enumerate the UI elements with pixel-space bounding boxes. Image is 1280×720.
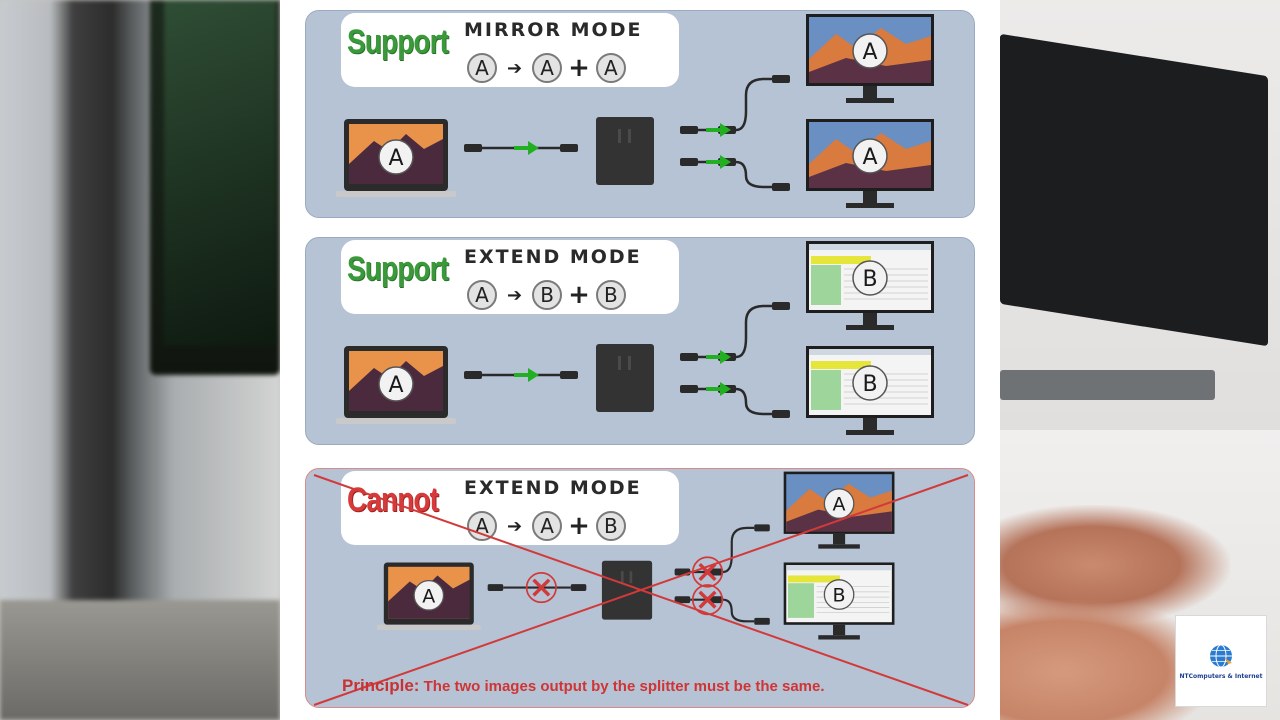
background-monitor-stand [1000, 370, 1215, 400]
background-sill [0, 600, 280, 720]
arrow-icon: ➔ [507, 57, 523, 79]
background-monitor [150, 0, 280, 375]
connection-diagram: A A A [336, 14, 934, 208]
cable-plug [464, 144, 482, 152]
monitor-label: A [833, 494, 846, 516]
cable-plug [680, 385, 698, 393]
cable-plug [487, 584, 504, 592]
formula-output-2: B [595, 280, 626, 310]
background-monitor-right [1000, 33, 1268, 347]
principle-text: The two images output by the splitter mu… [419, 678, 825, 695]
monitor-label: B [833, 584, 846, 606]
cable-plug [680, 158, 698, 166]
logo-text: NTComputers & Internet [1179, 672, 1263, 680]
cable-plug [674, 596, 691, 604]
brand-logo: NTComputers & Internet [1175, 615, 1267, 707]
principle-note: Principle: The two images output by the … [342, 676, 825, 696]
status-label: Support [347, 250, 449, 288]
laptop-label: A [388, 373, 403, 398]
monitor-label: B [862, 372, 877, 397]
monitor-label: A [862, 40, 877, 65]
background-window [0, 0, 280, 720]
connection-diagram: A A B [376, 471, 895, 640]
mode-label-box: Support EXTEND MODE A ➔ B+B [341, 240, 679, 314]
laptop-label: A [422, 585, 435, 607]
cable-plug [674, 568, 691, 576]
mode-formula: A ➔ B+B [467, 280, 626, 310]
mode-formula: A➔A+A [467, 53, 626, 83]
monitor-label: A [862, 145, 877, 170]
globe-icon [1210, 644, 1232, 667]
cable-plug [464, 371, 482, 379]
plus-icon: + [568, 53, 590, 83]
plus-icon: + [568, 280, 590, 310]
cable-plug [680, 126, 698, 134]
splitter-box [601, 560, 653, 620]
arrow-icon: ➔ [507, 284, 523, 306]
formula-source: A [467, 280, 497, 310]
status-label: Support [347, 23, 449, 61]
connection-diagram: A B B [336, 241, 934, 435]
splitter-box [596, 117, 654, 185]
mode-title: MIRROR MODE [464, 19, 643, 41]
formula-source: A [467, 53, 497, 83]
cable-plug [680, 353, 698, 361]
formula-output-1: A [532, 53, 563, 83]
formula-output-2: A [595, 53, 626, 83]
mode-title: EXTEND MODE [464, 246, 642, 268]
formula-output-1: B [532, 280, 563, 310]
monitor-label: B [862, 267, 877, 292]
principle-lead: Principle: [342, 676, 420, 695]
laptop-label: A [388, 146, 403, 171]
background-desk [1000, 0, 1280, 720]
splitter-box [596, 344, 654, 412]
